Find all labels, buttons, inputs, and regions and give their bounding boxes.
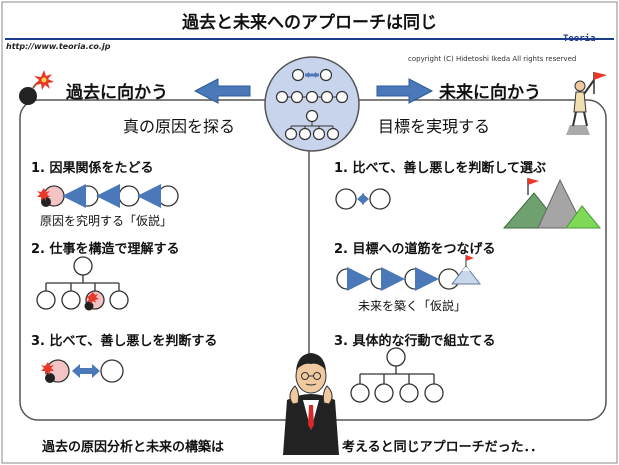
thinking-man-illustration	[283, 353, 339, 455]
page-title: 過去と未来へのアプローチは同じ	[182, 13, 437, 33]
hub-node	[319, 68, 333, 82]
causal-chain-diagram	[37, 184, 179, 208]
teoria-logo: Teoria	[563, 34, 596, 44]
hub-tree	[284, 109, 340, 141]
left-subheading: 真の原因を探る	[123, 117, 236, 136]
right-item-2-label: 2. 目標への道筋をつなげる	[334, 242, 496, 257]
climber-flag-icon	[566, 72, 607, 135]
bomb-icon	[19, 70, 54, 105]
site-url: http://www.teoria.co.jp	[6, 42, 111, 51]
left-item-2-label: 2. 仕事を構造で理解する	[31, 242, 180, 257]
footer-right-text: 考えると同じアプローチだった．．	[342, 440, 544, 455]
compare-diagram-right	[335, 188, 391, 210]
goal-path-diagram	[336, 255, 482, 291]
right-heading: 未来に向かう	[439, 83, 541, 103]
action-tree-diagram	[350, 347, 444, 403]
left-direction-arrow	[193, 78, 251, 104]
left-item-3-label: 3. 比べて、善し悪しを判断する	[31, 334, 218, 349]
right-direction-arrow	[376, 78, 434, 104]
left-item-1-caption: 原因を究明する「仮説」	[40, 214, 173, 228]
left-heading: 過去に向かう	[66, 83, 168, 103]
right-subheading: 目標を実現する	[378, 117, 491, 136]
copyright-notice: copyright (C) Hidetoshi Ikeda All rights…	[408, 55, 577, 63]
hub-arrowheads	[305, 72, 319, 78]
footer-left-text: 過去の原因分析と未来の構築は	[42, 440, 225, 455]
right-item-3-label: 3. 具体的な行動で組立てる	[334, 334, 496, 349]
mountains-icon	[502, 178, 602, 229]
hub-node	[291, 68, 305, 82]
hub-chain	[275, 90, 349, 104]
right-item-2-caption: 未来を築く「仮説」	[358, 299, 467, 313]
hub-circle	[264, 56, 360, 152]
left-item-1-label: 1. 因果関係をたどる	[31, 161, 154, 176]
compare-diagram-left	[41, 359, 124, 383]
title-rule	[5, 38, 614, 40]
right-item-1-label: 1. 比べて、善し悪しを判断して選ぶ	[334, 161, 546, 176]
work-structure-tree	[36, 256, 129, 311]
